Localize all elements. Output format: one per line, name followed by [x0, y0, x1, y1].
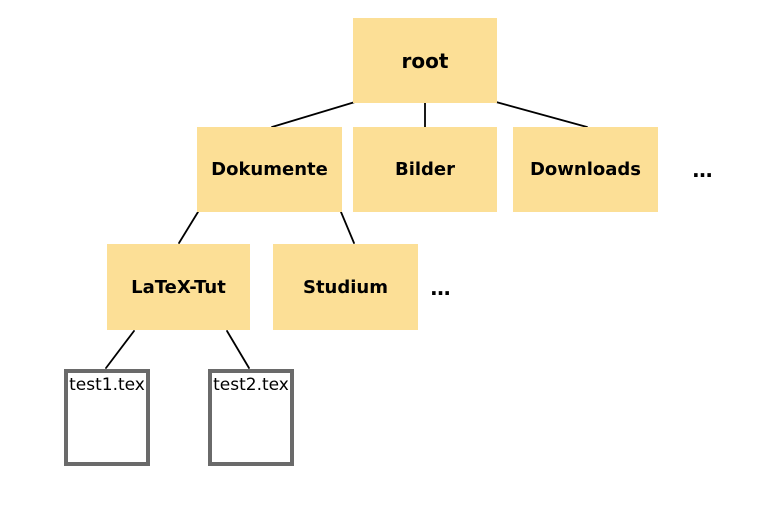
node-dokumente: Dokumente: [197, 127, 342, 212]
node-root: root: [353, 18, 497, 103]
edge-dokumente-studium: [340, 211, 355, 244]
edge-latex-tut-test1: [105, 330, 135, 369]
node-file-test1: test1.tex: [64, 369, 150, 466]
edge-dokumente-latex-tut: [178, 211, 199, 244]
edge-root-dokumente: [271, 101, 356, 128]
node-downloads: Downloads: [513, 127, 658, 212]
node-latex-tut: LaTeX-Tut: [107, 244, 250, 330]
node-file-test2: test2.tex: [208, 369, 294, 466]
edge-latex-tut-test2: [226, 330, 250, 369]
ellipsis-level2: …: [430, 276, 452, 300]
node-studium: Studium: [273, 244, 418, 330]
ellipsis-level1: …: [692, 158, 714, 182]
edge-root-downloads: [495, 101, 588, 128]
node-bilder: Bilder: [353, 127, 497, 212]
